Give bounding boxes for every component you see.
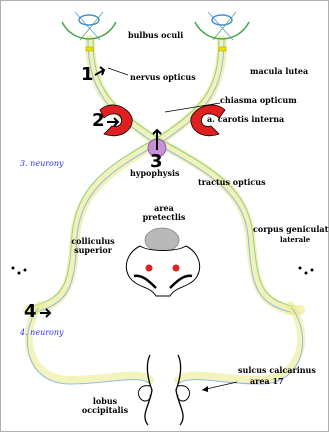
marker-2: 2 — [92, 112, 105, 130]
left-lgb — [12, 267, 27, 275]
marker-4: 4 — [24, 303, 37, 321]
label-lobus-occipitalis: lobus occipitalis — [80, 397, 130, 415]
marker-3: 3 — [150, 153, 163, 171]
label-colliculus-superior: colliculus superior — [68, 237, 118, 255]
label-chiasma-opticum: chiasma opticum — [220, 96, 297, 105]
label-area-line2: pretectlis — [140, 213, 188, 222]
occipital-lobe-right — [176, 355, 183, 425]
label-area-pretectalis: area pretectlis — [140, 204, 188, 222]
label-third-neurons: 3. neurony — [20, 159, 64, 168]
pretectal-area — [145, 228, 179, 252]
label-tractus-opticus: tractus opticus — [198, 178, 266, 187]
right-red-nucleus — [173, 265, 180, 272]
label-lobus-line2: occipitalis — [80, 406, 130, 415]
calcarine-sulcus-left — [138, 386, 150, 401]
label-colliculus-line2: superior — [68, 246, 118, 255]
calcarine-sulcus-right — [178, 386, 190, 401]
occipital-lobe-left — [145, 355, 152, 425]
label-macula-lutea: macula lutea — [250, 67, 308, 76]
label-sulcus-calcarinus: sulcus calcarinus — [238, 366, 316, 375]
right-macula — [219, 47, 226, 51]
marker-1: 1 — [81, 66, 94, 84]
left-macula — [86, 47, 93, 51]
marker-2-arrow — [107, 118, 118, 126]
right-lgb — [299, 267, 314, 275]
label-corpus-laterale: laterale — [280, 236, 310, 244]
label-bulbus-oculi: bulbus oculi — [128, 31, 183, 40]
label-fourth-neurons: 4. neurony — [20, 328, 64, 337]
left-red-nucleus — [146, 265, 153, 272]
label-corpus-geniculatum: corpus geniculatum — [253, 225, 329, 234]
midbrain-section — [126, 246, 199, 296]
label-area-17: area 17 — [250, 377, 284, 386]
label-nervus-opticus: nervus opticus — [130, 73, 196, 82]
label-carotis-interna: a. carotis interna — [207, 115, 284, 124]
